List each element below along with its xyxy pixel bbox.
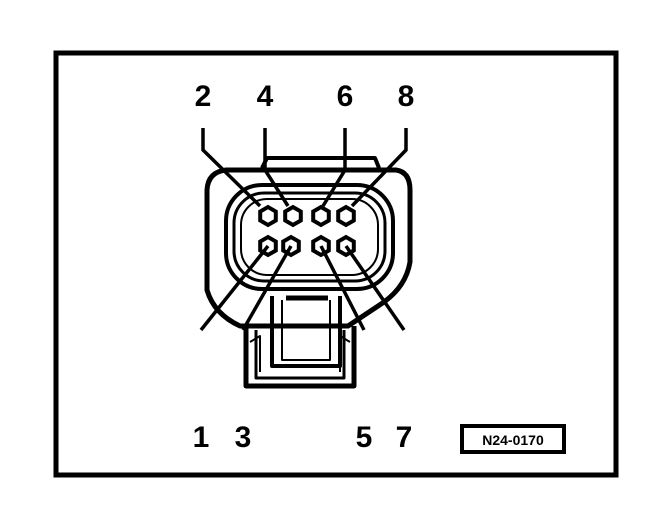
pin-cavity-2 bbox=[258, 204, 278, 228]
pin-label-5: 5 bbox=[356, 421, 373, 454]
leader-line-7 bbox=[344, 245, 406, 331]
connector-housing bbox=[204, 156, 413, 329]
pin-label-3: 3 bbox=[235, 421, 252, 454]
leader-line-6 bbox=[321, 128, 347, 207]
pin-cavity-4 bbox=[283, 204, 303, 228]
leader-line-3 bbox=[241, 245, 293, 331]
pin-leader-lines bbox=[199, 128, 408, 332]
pin-labels: 1 2 3 4 5 6 7 8 bbox=[193, 80, 415, 454]
leader-line-8 bbox=[350, 128, 408, 208]
pin-label-6: 6 bbox=[337, 80, 354, 113]
pin-label-2: 2 bbox=[195, 80, 212, 113]
leader-line-2 bbox=[201, 128, 262, 208]
reference-code-box: N24-0170 bbox=[460, 424, 566, 454]
pin-label-7: 7 bbox=[396, 421, 413, 454]
reference-code: N24-0170 bbox=[482, 432, 544, 448]
leader-line-1 bbox=[199, 244, 270, 332]
pin-label-8: 8 bbox=[398, 80, 415, 113]
leader-line-5 bbox=[319, 245, 366, 331]
pin-cavity-8 bbox=[336, 204, 356, 228]
leader-line-4 bbox=[263, 128, 290, 207]
diagram-frame bbox=[53, 50, 619, 478]
pin-cavity-6 bbox=[311, 204, 331, 228]
pin-label-1: 1 bbox=[193, 421, 210, 454]
locking-latch bbox=[243, 295, 357, 389]
pin-label-4: 4 bbox=[257, 80, 274, 113]
